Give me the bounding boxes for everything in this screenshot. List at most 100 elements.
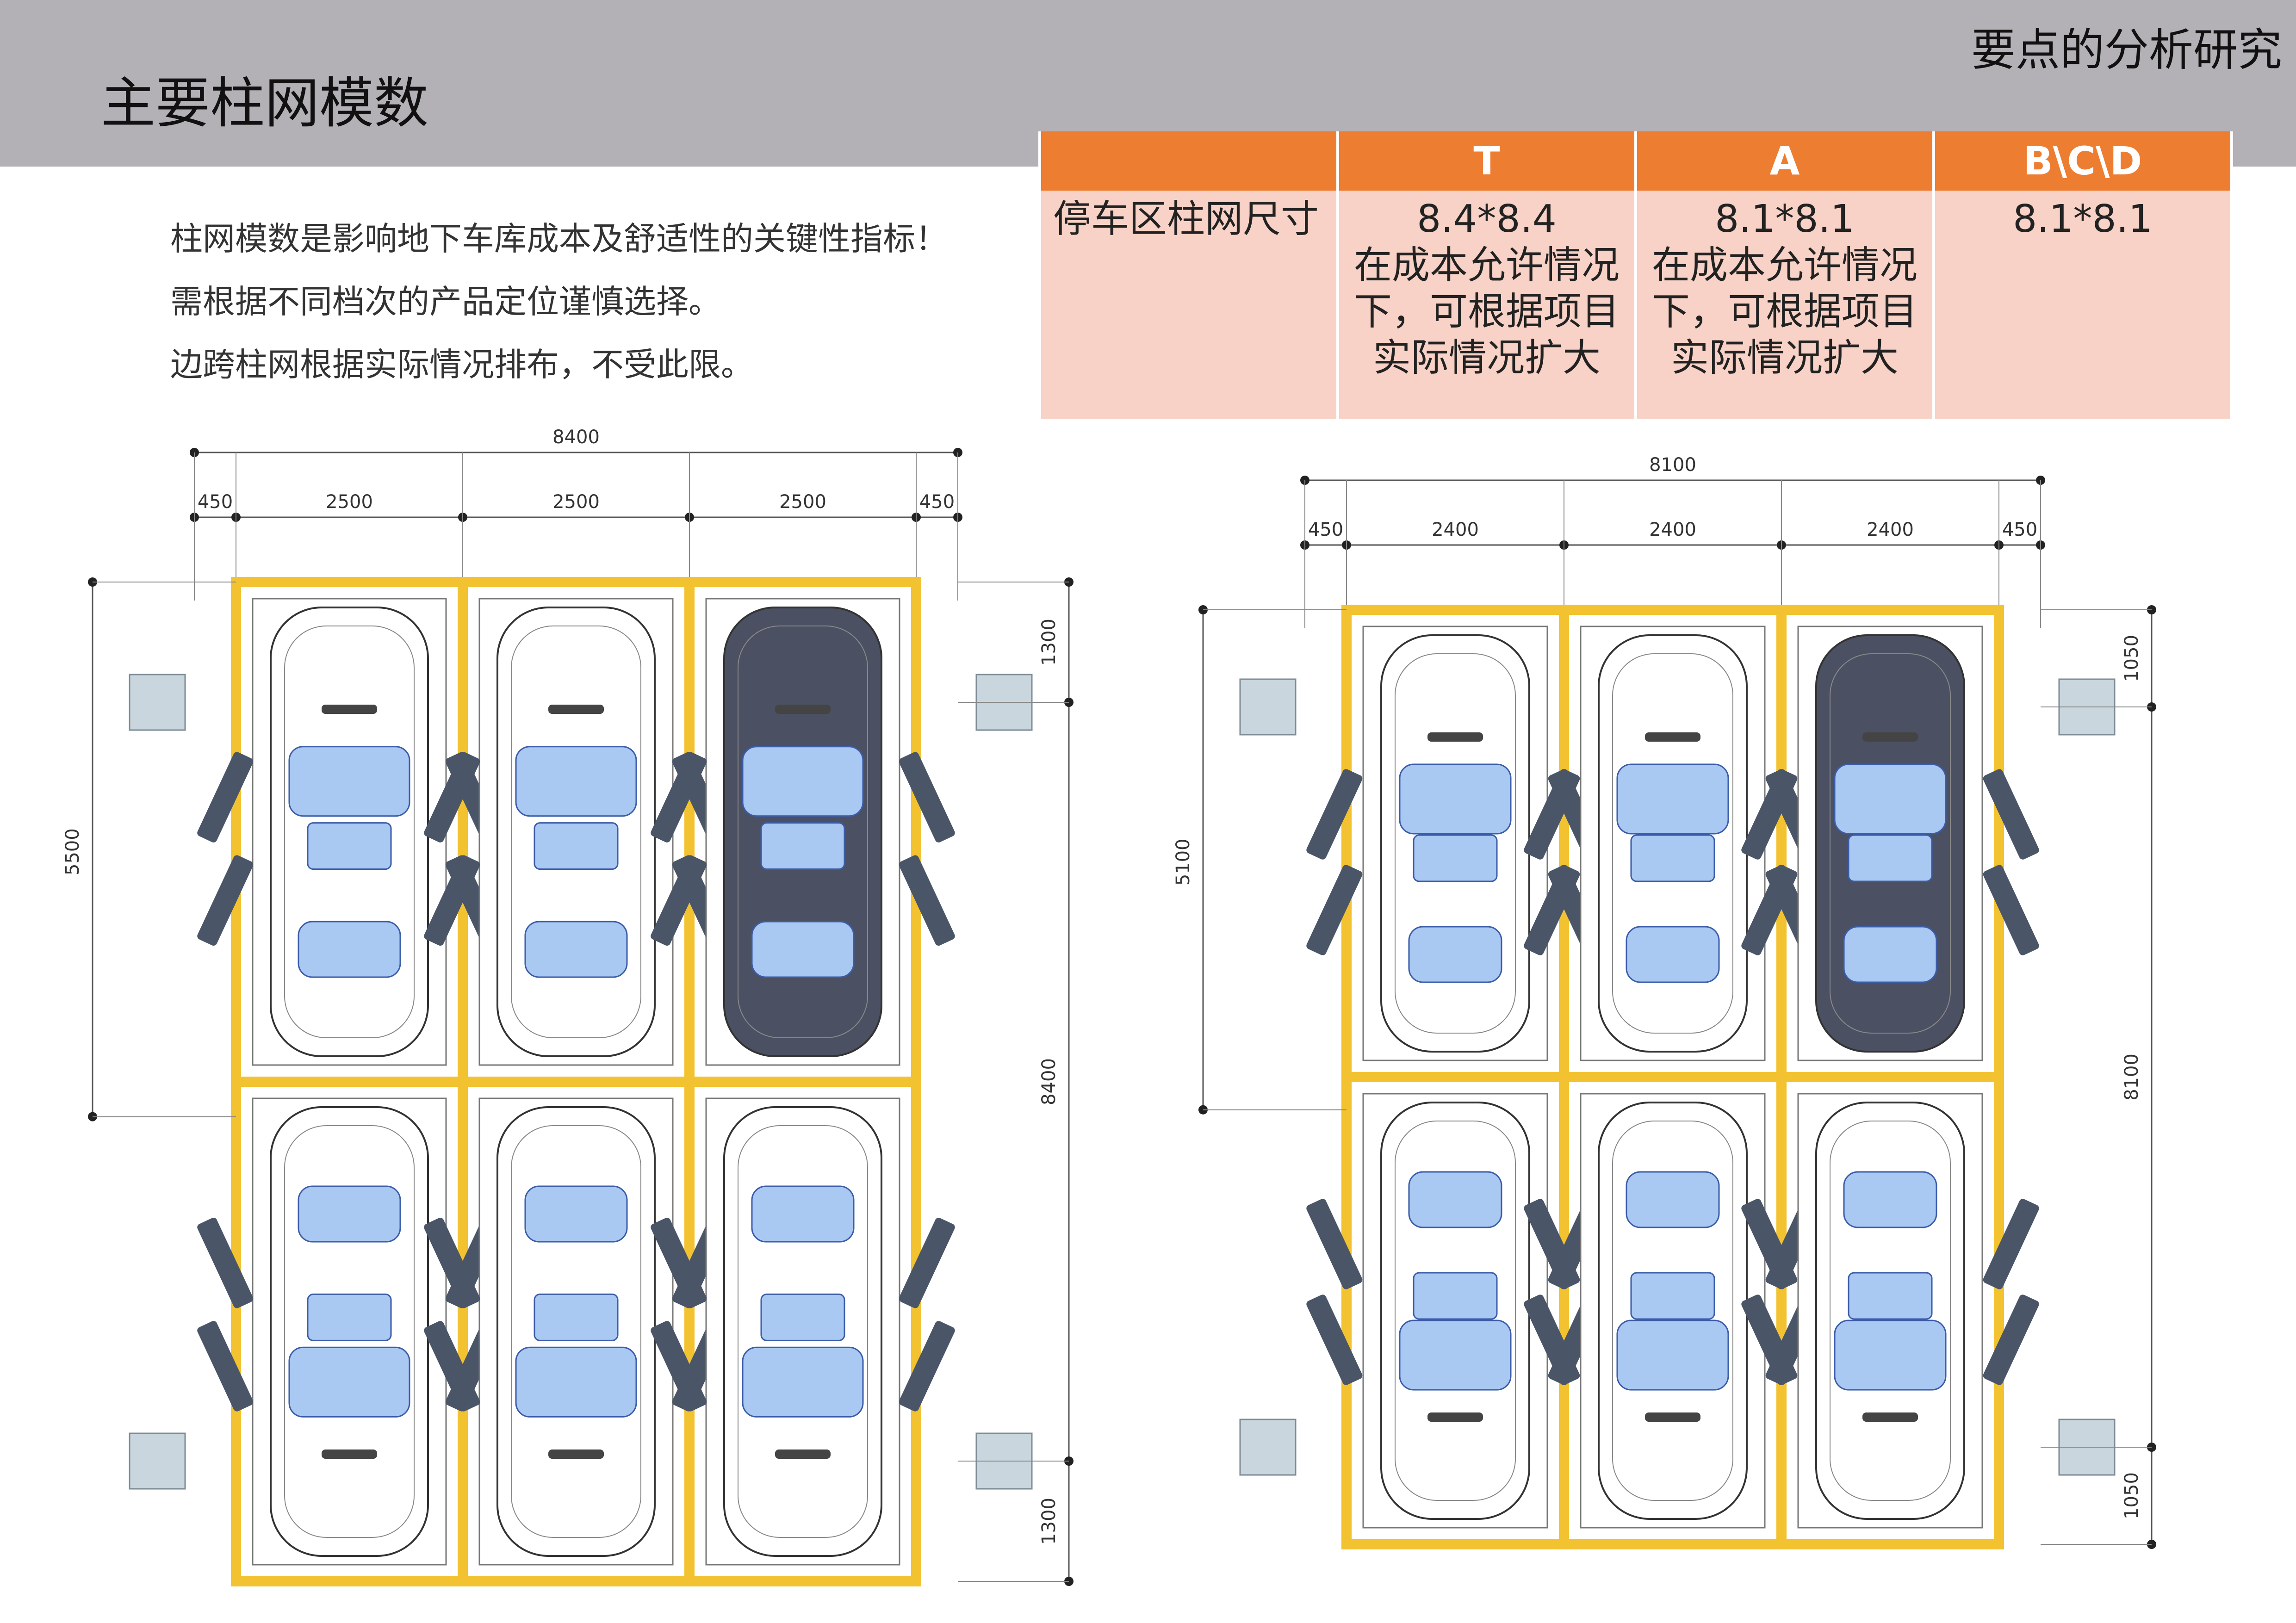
car-sunroof [760, 1293, 845, 1341]
car-door [424, 1218, 480, 1308]
dimension-label: 1300 [1038, 619, 1060, 666]
car-door [1983, 865, 2039, 955]
car-rear-window [524, 1185, 628, 1243]
car-windshield [288, 1346, 410, 1418]
car-sunroof [307, 822, 392, 870]
car-windshield [288, 746, 410, 817]
car-outline [1830, 1121, 1951, 1501]
car-rear-window [1626, 926, 1720, 983]
dimension-label: 8100 [2121, 1053, 2142, 1101]
car-sunroof [307, 1293, 392, 1341]
car-door [1741, 769, 1798, 860]
structural-column [1239, 678, 1297, 736]
page-title: 主要柱网模数 [101, 71, 429, 135]
car-outline [1612, 653, 1733, 1034]
car-door [899, 1321, 955, 1412]
structural-column [129, 674, 186, 731]
car-grille [775, 705, 831, 714]
car-door [197, 752, 254, 842]
car-door [1306, 1295, 1363, 1385]
dimension-label: 2500 [552, 491, 600, 513]
t-value: 8.4*8.4 [1417, 197, 1557, 241]
dark-car [651, 607, 955, 1057]
car-rear-window [1843, 926, 1937, 983]
dimension-label: 1050 [2121, 1472, 2142, 1519]
intro-line: 需根据不同档次的产品定位谨慎选择。 [170, 283, 721, 321]
car-door [1983, 1199, 2039, 1289]
car-door [1306, 769, 1363, 860]
car-sunroof [1413, 1272, 1498, 1320]
car-grille [548, 1450, 604, 1459]
intro-line: 柱网模数是影响地下车库成本及舒适性的关键性指标！ [170, 220, 948, 258]
dimension-label: 450 [2002, 519, 2037, 540]
car-sunroof [1848, 834, 1933, 882]
a-value: 8.1*8.1 [1715, 197, 1855, 241]
car-door [1306, 865, 1363, 955]
t-note: 在成本允许情况下，可根据项目实际情况扩大 [1353, 243, 1620, 380]
car-outline [738, 626, 868, 1038]
car-windshield [1399, 1319, 1512, 1391]
car-grille [1427, 732, 1483, 742]
car-door [1524, 1199, 1580, 1289]
table-header-row: T A B\C\D [1038, 131, 2233, 191]
car-outline [1395, 653, 1516, 1034]
bcd-value: 8.1*8.1 [2013, 197, 2153, 241]
table-header-a: A [1634, 131, 1935, 191]
white-car [651, 1106, 955, 1557]
car-sunroof [1630, 1272, 1715, 1320]
car-door [197, 1218, 254, 1308]
car-door [1983, 1295, 2039, 1385]
car-windshield [1616, 1319, 1729, 1391]
car-grille [775, 1450, 831, 1459]
dark-car [1741, 634, 2039, 1053]
car-rear-window [1408, 1171, 1502, 1228]
car-door [899, 855, 955, 946]
car-door [1741, 1295, 1798, 1385]
car-outline [1830, 653, 1951, 1034]
car-door [651, 1218, 707, 1308]
car-door [197, 1321, 254, 1412]
car-outline [1612, 1121, 1733, 1501]
car-rear-window [524, 921, 628, 978]
dimension-label: 450 [198, 491, 233, 513]
car-rear-window [1408, 926, 1502, 983]
table-header-bcd: B\C\D [1932, 131, 2233, 191]
car-windshield [742, 746, 864, 817]
bcd-cell: 8.1*8.1 [1932, 191, 2233, 419]
a-note: 在成本允许情况下，可根据项目实际情况扩大 [1651, 243, 1917, 380]
white-car [1306, 634, 1604, 1053]
car-grille [548, 705, 604, 714]
car-door [1983, 769, 2039, 860]
car-grille [322, 705, 377, 714]
car-rear-window [1843, 1171, 1937, 1228]
intro-text: 柱网模数是影响地下车库成本及舒适性的关键性指标！ 需根据不同档次的产品定位谨慎选… [170, 207, 1040, 396]
dimension-label: 8400 [552, 427, 600, 448]
car-door [899, 1218, 955, 1308]
car-grille [1645, 732, 1700, 742]
dimension-label: 1050 [2121, 635, 2142, 682]
t-cell: 8.4*8.4 在成本允许情况下，可根据项目实际情况扩大 [1336, 191, 1637, 419]
car-sunroof [1413, 834, 1498, 882]
car-rear-window [751, 921, 855, 978]
structural-column [129, 1432, 186, 1490]
car-door [1306, 1199, 1363, 1289]
car-outline [511, 626, 641, 1038]
car-rear-window [1626, 1171, 1720, 1228]
car-outline [511, 1125, 641, 1538]
white-car [197, 607, 502, 1057]
table-row: 停车区柱网尺寸 8.4*8.4 在成本允许情况下，可根据项目实际情况扩大 8.1… [1038, 191, 2233, 419]
table-header-t: T [1336, 131, 1637, 191]
column-grid-table: T A B\C\D 停车区柱网尺寸 8.4*8.4 在成本允许情况下，可根据项目… [1038, 131, 2233, 419]
car-grille [322, 1450, 377, 1459]
car-door [1524, 769, 1580, 860]
car-door [1524, 1295, 1580, 1385]
dimension-label: 2500 [779, 491, 826, 513]
car-outline [284, 1125, 415, 1538]
dimension-label: 5100 [1173, 839, 1194, 886]
white-car [1741, 1102, 2039, 1520]
car-grille [1427, 1412, 1483, 1422]
intro-line: 边跨柱网根据实际情况排布，不受此限。 [170, 346, 753, 384]
